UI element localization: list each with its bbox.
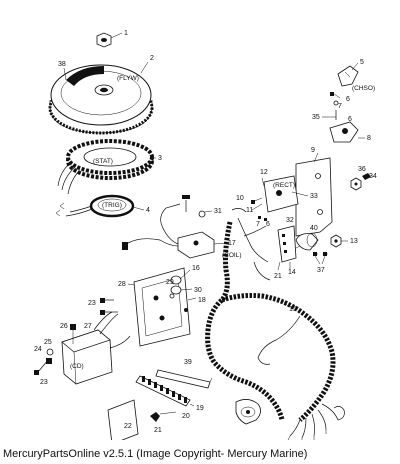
callout-35: 35: [312, 114, 320, 121]
callout-31: 31: [214, 208, 222, 215]
callout-26: 26: [60, 323, 68, 330]
choke-solenoid[interactable]: [322, 62, 365, 143]
callout-23a: 23: [88, 300, 96, 307]
connector[interactable]: [295, 232, 348, 265]
label-cd: (CD): [70, 363, 84, 370]
label-coil: (COIL): [222, 252, 242, 259]
callout-39: 39: [184, 359, 192, 366]
callout-8: 8: [367, 135, 371, 142]
ignition-coil[interactable]: [122, 195, 227, 259]
callout-30: 30: [194, 287, 202, 294]
callout-21a: 21: [274, 273, 282, 280]
callout-28: 28: [118, 281, 126, 288]
callout-24: 24: [34, 346, 42, 353]
bracket-bolt[interactable]: [350, 173, 371, 191]
callout-18: 18: [198, 297, 206, 304]
callout-7b: 7: [256, 221, 260, 228]
label-trigger: (TRIG): [102, 202, 122, 209]
exploded-parts-diagram: 1 (FLYW) 2 38 (STAT) 3 (TRIG) 4: [34, 30, 377, 440]
wiring-harness[interactable]: [205, 208, 345, 440]
callout-9: 9: [311, 147, 315, 154]
callout-29: 29: [166, 279, 174, 286]
callout-6c: 6: [266, 221, 270, 228]
label-stator: (STAT): [93, 158, 113, 165]
callout-22: 22: [124, 423, 132, 430]
callout-37: 37: [317, 267, 325, 274]
callout-34: 34: [369, 173, 377, 180]
callout-2: 2: [150, 55, 154, 62]
callout-16: 16: [192, 265, 200, 272]
callout-6a: 6: [346, 96, 350, 103]
callout-4: 4: [146, 207, 150, 214]
callout-25: 25: [44, 339, 52, 346]
callout-40: 40: [310, 225, 318, 232]
flywheel[interactable]: [48, 61, 154, 135]
callout-5: 5: [360, 59, 364, 66]
label-rectifier: (RECT): [273, 182, 295, 189]
flywheel-nut[interactable]: [96, 32, 123, 48]
callout-19: 19: [196, 405, 204, 412]
mounting-bracket[interactable]: [295, 152, 333, 237]
cd-module[interactable]: [34, 311, 131, 385]
terminal-block[interactable]: [277, 225, 301, 271]
callout-14: 14: [288, 269, 296, 276]
callout-13: 13: [350, 238, 358, 245]
label-choke: (CHSO): [352, 85, 375, 92]
plate-screws[interactable]: [100, 298, 118, 315]
callout-23b: 23: [40, 379, 48, 386]
callout-20: 20: [182, 413, 190, 420]
callout-1: 1: [124, 30, 128, 37]
callout-17: 17: [228, 240, 236, 247]
callout-38: 38: [58, 61, 66, 68]
callout-12: 12: [260, 169, 268, 176]
callout-7a: 7: [338, 103, 342, 110]
trigger[interactable]: [55, 194, 145, 218]
callout-33: 33: [310, 193, 318, 200]
callout-11: 11: [246, 207, 253, 214]
rectifier[interactable]: [251, 175, 309, 221]
electrical-plate[interactable]: [127, 267, 197, 347]
callout-27: 27: [84, 323, 92, 330]
callout-6b: 6: [348, 116, 352, 123]
callout-36: 36: [358, 166, 366, 173]
callout-21b: 21: [154, 427, 162, 434]
callout-10: 10: [236, 195, 244, 202]
terminal-strip[interactable]: [107, 369, 213, 440]
label-flywheel: (FLYW): [117, 75, 139, 82]
image-caption: MercuryPartsOnline v2.5.1 (Image Copyrig…: [3, 448, 308, 460]
callout-15: 15: [289, 306, 297, 313]
callout-32: 32: [286, 217, 294, 224]
callout-3: 3: [158, 155, 162, 162]
stator[interactable]: [57, 139, 156, 195]
